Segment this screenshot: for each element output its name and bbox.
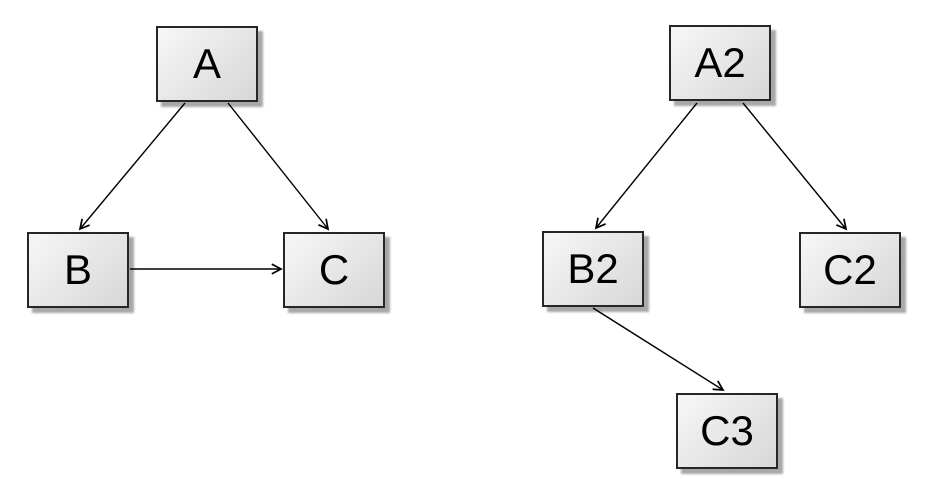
node-B2: B2	[542, 231, 644, 307]
node-B: B	[27, 232, 129, 308]
node-label-C: C	[318, 246, 350, 293]
node-label-A: A	[192, 40, 221, 87]
node-C2: C2	[799, 232, 901, 308]
edge-A-C	[227, 102, 330, 231]
node-C3: C3	[676, 393, 778, 469]
node-label-C3: C3	[700, 407, 754, 454]
node-C: C	[283, 232, 385, 308]
node-A: A	[156, 26, 258, 102]
node-label-B: B	[63, 246, 92, 293]
node-label-C2: C2	[823, 246, 877, 293]
edge-B2-C3	[592, 307, 725, 391]
edge-A2-C2	[742, 102, 848, 231]
node-A2: A2	[669, 25, 771, 101]
node-label-A2: A2	[694, 39, 746, 86]
edge-A2-B2	[594, 102, 698, 230]
node-label-B2: B2	[567, 245, 619, 292]
edge-A-B	[78, 102, 186, 231]
edge-group	[78, 102, 848, 391]
